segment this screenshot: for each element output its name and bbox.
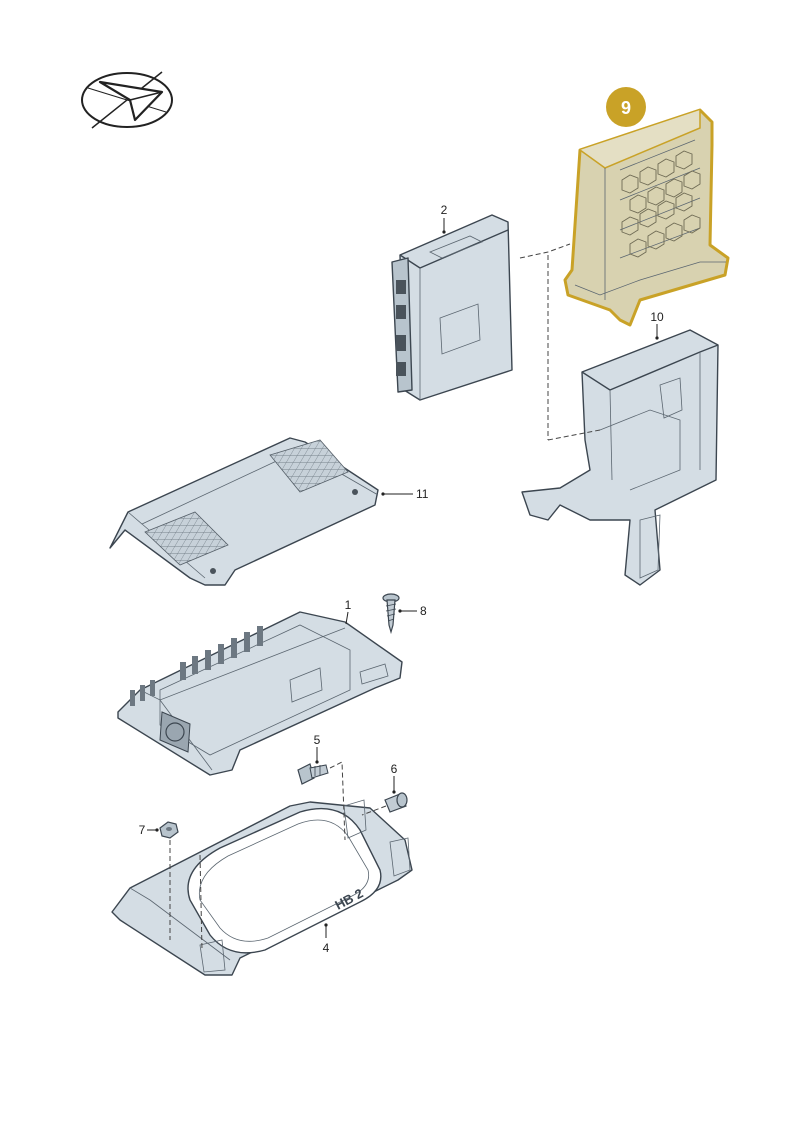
part-11-cover[interactable]	[109, 437, 379, 586]
part-10-bracket[interactable]	[521, 329, 719, 586]
callout-11-label: 11	[416, 487, 429, 501]
callout-5-label: 5	[314, 733, 321, 747]
callout-1-label: 1	[345, 598, 352, 612]
part-7-nut[interactable]	[159, 821, 179, 839]
callout-2-label: 2	[441, 203, 448, 217]
callout-9-badge[interactable]: 9	[606, 87, 646, 127]
callout-8-label: 8	[420, 604, 427, 618]
part-9-cover[interactable]	[563, 108, 730, 327]
paper-plane-logo-icon	[81, 71, 173, 129]
part-6-spacer[interactable]	[384, 792, 408, 813]
callout-6-label: 6	[391, 762, 398, 776]
callout-10-label: 10	[650, 310, 664, 324]
part-1-amplifier[interactable]	[117, 611, 403, 776]
part-4-mounting-frame[interactable]: HB 2	[111, 799, 413, 976]
callout-9-label: 9	[621, 98, 631, 118]
part-2-control-module[interactable]	[391, 214, 513, 401]
callout-4-label: 4	[323, 941, 330, 955]
part-8-screw[interactable]	[382, 593, 400, 635]
callout-7-label: 7	[139, 823, 146, 837]
part-5-bolt[interactable]	[297, 763, 329, 785]
